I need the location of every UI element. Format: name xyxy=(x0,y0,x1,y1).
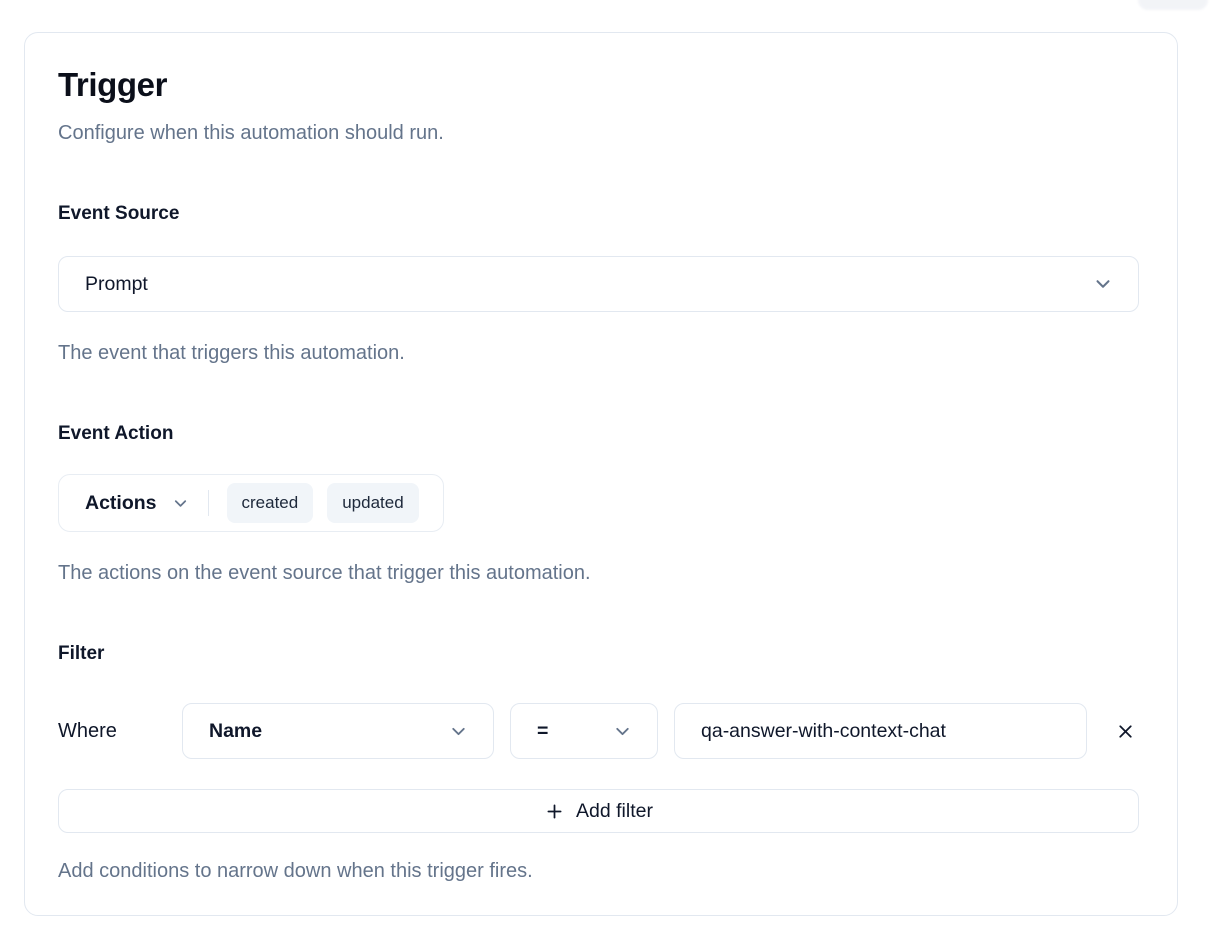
page-title: Trigger xyxy=(58,66,168,103)
cutoff-element-top-right xyxy=(1138,0,1208,10)
chevron-down-icon xyxy=(1092,273,1114,295)
event-action-dropdown[interactable]: Actions xyxy=(85,492,190,515)
filter-field-select[interactable]: Name xyxy=(182,703,494,759)
event-source-label: Event Source xyxy=(58,203,180,224)
event-source-value: Prompt xyxy=(85,272,148,295)
filter-operator-value: = xyxy=(537,719,549,742)
filter-where-label: Where xyxy=(58,719,117,742)
close-icon xyxy=(1115,721,1136,742)
action-chip-created[interactable]: created xyxy=(226,483,314,523)
event-action-group: Actions created updated xyxy=(58,474,444,532)
event-action-help: The actions on the event source that tri… xyxy=(58,562,591,584)
add-filter-label: Add filter xyxy=(576,799,653,822)
page-subtitle: Configure when this automation should ru… xyxy=(58,122,444,144)
add-filter-button[interactable]: Add filter xyxy=(58,789,1139,833)
trigger-card: Trigger Configure when this automation s… xyxy=(24,32,1178,916)
filter-row: Where Name = xyxy=(58,703,1139,759)
filter-value-input[interactable] xyxy=(674,703,1087,759)
event-action-dropdown-label: Actions xyxy=(85,491,157,514)
action-chip-updated[interactable]: updated xyxy=(327,483,419,523)
filter-operator-select[interactable]: = xyxy=(510,703,658,759)
chevron-down-icon xyxy=(448,721,469,742)
filter-field-value: Name xyxy=(209,719,263,742)
divider xyxy=(207,490,209,516)
plus-icon xyxy=(544,801,565,822)
filter-help: Add conditions to narrow down when this … xyxy=(58,860,533,882)
event-source-help: The event that triggers this automation. xyxy=(58,342,405,364)
chevron-down-icon xyxy=(171,494,190,513)
event-source-select[interactable]: Prompt xyxy=(58,256,1139,312)
filter-label: Filter xyxy=(58,643,105,664)
event-action-label: Event Action xyxy=(58,423,174,444)
chevron-down-icon xyxy=(612,721,633,742)
remove-filter-button[interactable] xyxy=(1103,709,1147,753)
